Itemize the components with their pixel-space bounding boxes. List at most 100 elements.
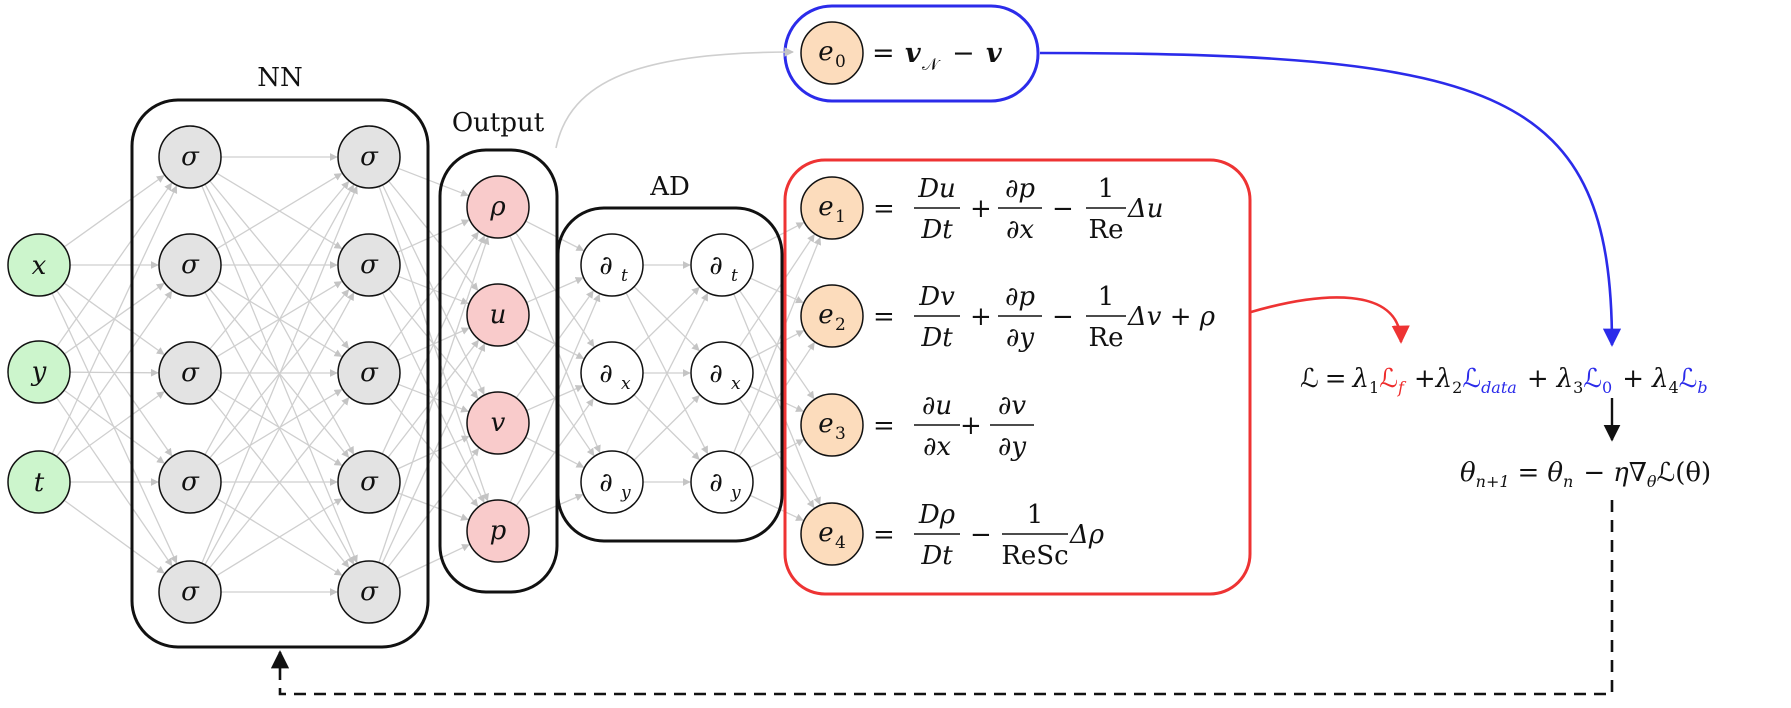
ad-label: AD <box>649 172 690 202</box>
frac-num: ∂p <box>1005 174 1035 204</box>
connection-edge <box>633 394 700 461</box>
connection-edge <box>63 391 165 465</box>
partial-symbol: ∂ <box>709 251 722 281</box>
residual-box <box>783 158 1252 596</box>
input-node-t: t <box>7 450 71 514</box>
residual-sub: 1 <box>835 207 846 227</box>
ad-node-dy-2: ∂y <box>690 450 754 514</box>
hidden-layer-2: σ σ σ σ σ <box>337 125 401 624</box>
output-to-e0-arrow <box>555 47 794 149</box>
minus-sign: − <box>1052 302 1074 332</box>
svg-text:∂: ∂ <box>709 251 722 281</box>
equals-sign: = <box>872 38 895 69</box>
output-label-rho: ρ <box>489 192 506 222</box>
ad-node-dx-1: ∂x <box>580 341 644 405</box>
partial-sub: x <box>731 374 741 394</box>
plus-sign: + <box>970 194 992 224</box>
hidden-node: σ <box>158 125 222 189</box>
network-connections <box>51 153 822 596</box>
connection-edge <box>216 389 343 467</box>
equation-e4: = Dρ Dt − 1 ReSc Δρ <box>873 500 1105 571</box>
equation-tail: Δu <box>1127 194 1164 224</box>
residual-symbol: e <box>818 300 833 330</box>
partial-symbol: ∂ <box>599 359 612 389</box>
equation-e2: = Dv Dt + ∂p ∂y − 1 Re Δv + ρ <box>873 282 1216 353</box>
connection-edge <box>63 282 165 355</box>
connection-edge <box>397 492 469 521</box>
connection-edge <box>526 493 584 520</box>
sigma-label: σ <box>181 142 200 172</box>
connection-edge <box>396 435 470 470</box>
e0-rhs: v <box>986 38 1002 69</box>
e0-lhs-sub: 𝒩 <box>922 55 941 75</box>
residual-symbol: e <box>818 192 833 222</box>
hidden-node: σ <box>337 125 401 189</box>
equation-tail: Δv + ρ <box>1127 302 1216 332</box>
residual-symbol: e <box>818 518 833 548</box>
sigma-label: σ <box>360 577 379 607</box>
partial-sub: y <box>620 483 631 503</box>
connection-edge <box>63 389 165 464</box>
frac-num: Dv <box>918 282 955 312</box>
residual-sub: 2 <box>835 315 846 335</box>
connection-edge <box>397 167 469 197</box>
input-node-y: y <box>7 340 71 404</box>
svg-text:∂: ∂ <box>599 468 612 498</box>
frac-den: ∂x <box>1006 215 1034 245</box>
output-node-rho: ρ <box>466 175 530 239</box>
connection-edge <box>201 185 358 564</box>
input-label: t <box>34 468 45 498</box>
hidden-node: σ <box>337 341 401 405</box>
connection-edge <box>749 222 805 252</box>
sigma-label: σ <box>181 250 200 280</box>
frac-num: Dρ <box>918 500 956 530</box>
connection-edge <box>56 182 173 348</box>
hidden-node: σ <box>158 233 222 297</box>
partial-symbol: ∂ <box>599 251 612 281</box>
connection-edge <box>509 293 601 503</box>
sigma-label: σ <box>360 142 379 172</box>
connection-edge <box>633 286 700 352</box>
input-node-x: x <box>7 233 71 297</box>
hidden-node: σ <box>337 450 401 514</box>
hidden-node: σ <box>337 560 401 624</box>
frac-den: ∂y <box>998 432 1026 462</box>
connection-edge <box>51 185 178 455</box>
svg-text:∂: ∂ <box>599 251 612 281</box>
partial-sub: x <box>621 374 631 394</box>
equals-sign: = <box>873 520 895 550</box>
equals-sign: = <box>873 194 895 224</box>
connection-edge <box>625 292 709 455</box>
plus-sign: + <box>970 302 992 332</box>
hidden-node: σ <box>158 450 222 514</box>
connection-edge <box>209 397 350 569</box>
frac-num: ∂p <box>1005 282 1035 312</box>
svg-text:∂: ∂ <box>599 359 612 389</box>
connection-edge <box>381 235 485 455</box>
connection-edge <box>397 383 469 413</box>
equation-e3: = ∂u ∂x + ∂v ∂y <box>873 391 1034 462</box>
equation-e1: = Du Dt + ∂p ∂x − 1 Re Δu <box>873 174 1164 245</box>
frac-den: ReSc <box>1001 541 1068 571</box>
connection-edge <box>381 343 486 565</box>
equation-tail: Δρ <box>1069 520 1105 550</box>
svg-text:∂: ∂ <box>709 468 722 498</box>
frac-num: Du <box>917 174 956 204</box>
sigma-label: σ <box>360 250 379 280</box>
output-label-p: p <box>490 516 507 546</box>
output-node-u: u <box>466 283 530 347</box>
ad-node-dt-2: ∂t <box>690 233 754 297</box>
minus-sign: − <box>952 38 975 69</box>
frac-den: Dt <box>920 215 953 245</box>
connection-edge <box>378 236 490 563</box>
input-label: x <box>32 251 47 281</box>
connection-edge <box>732 236 822 454</box>
connection-edge <box>525 220 585 252</box>
output-label-v: v <box>491 408 506 438</box>
connection-edge <box>387 447 480 568</box>
connection-edge <box>63 499 165 574</box>
nn-box <box>130 98 430 649</box>
